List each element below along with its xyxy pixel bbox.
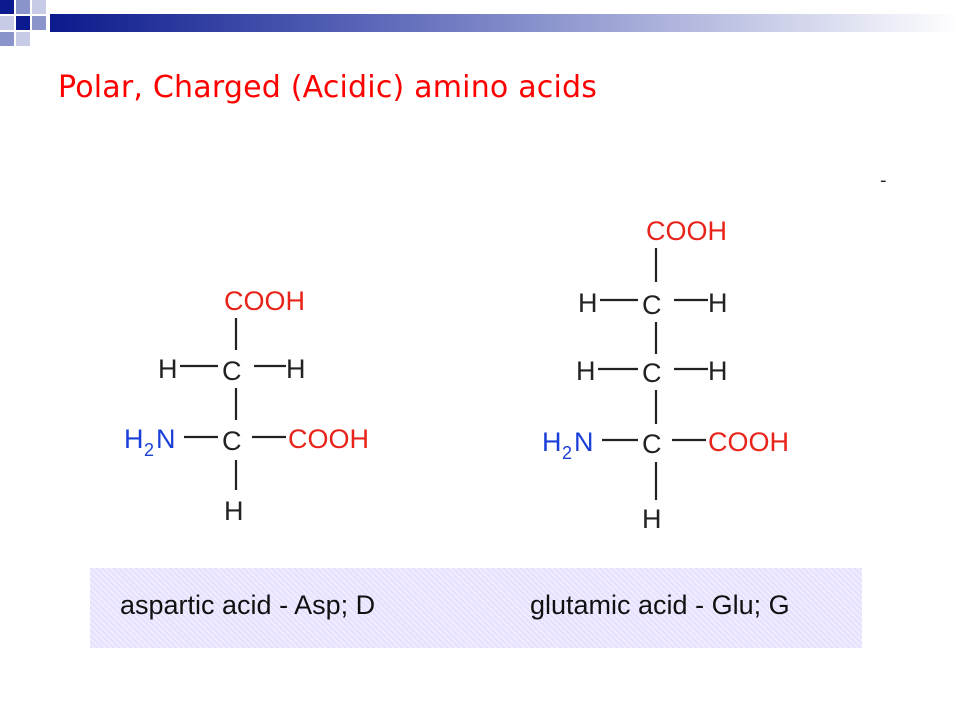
bar-square: [0, 0, 14, 14]
glu-h-bottom: H: [642, 504, 662, 534]
glu-amine-subscript: 2: [562, 443, 572, 463]
asp-amine-n: N: [156, 424, 176, 454]
bar-gradient-strip: [50, 14, 960, 32]
top-decorative-bar: [0, 0, 960, 46]
asp-h-right: H: [286, 354, 306, 384]
amino-acid-names-panel: aspartic acid - Asp; D glutamic acid - G…: [90, 568, 862, 648]
bar-square: [16, 16, 30, 30]
bar-square: [0, 16, 14, 30]
asp-side-cooh: COOH: [288, 424, 369, 454]
glutamic-acid-label: glutamic acid - Glu; G: [530, 590, 790, 620]
glu-h-left-1: H: [578, 288, 598, 318]
asp-c-beta: C: [222, 356, 242, 386]
glu-amine-h: H: [542, 427, 562, 457]
glu-h-left-2: H: [576, 356, 596, 386]
glu-c-gamma: C: [642, 290, 662, 320]
bar-square: [32, 16, 46, 30]
bar-square: [16, 0, 30, 14]
glu-h-right-2: H: [708, 356, 728, 386]
glu-amine-n: N: [574, 427, 594, 457]
glu-side-cooh: COOH: [708, 427, 789, 457]
bar-square: [32, 0, 46, 14]
aspartic-acid-structure: COOH H C H H 2 N C COOH H: [124, 286, 369, 526]
asp-amine-subscript: 2: [144, 440, 154, 460]
aspartic-acid-label: aspartic acid - Asp; D: [120, 590, 376, 620]
asp-c-alpha: C: [222, 426, 242, 456]
glu-c-beta: C: [642, 358, 662, 388]
asp-h-left: H: [158, 354, 178, 384]
glu-c-alpha: C: [642, 429, 662, 459]
bar-square: [16, 32, 30, 46]
glutamic-acid-structure: COOH H C H H C H H 2 N C COOH H: [542, 216, 789, 534]
asp-h-bottom: H: [224, 496, 244, 526]
slide-title: Polar, Charged (Acidic) amino acids: [58, 70, 598, 105]
glu-h-right-1: H: [708, 288, 728, 318]
glu-top-cooh: COOH: [646, 216, 727, 246]
bar-square: [0, 32, 14, 46]
asp-top-cooh: COOH: [224, 286, 305, 316]
stray-mark: -: [880, 170, 887, 191]
asp-amine-h: H: [124, 424, 144, 454]
